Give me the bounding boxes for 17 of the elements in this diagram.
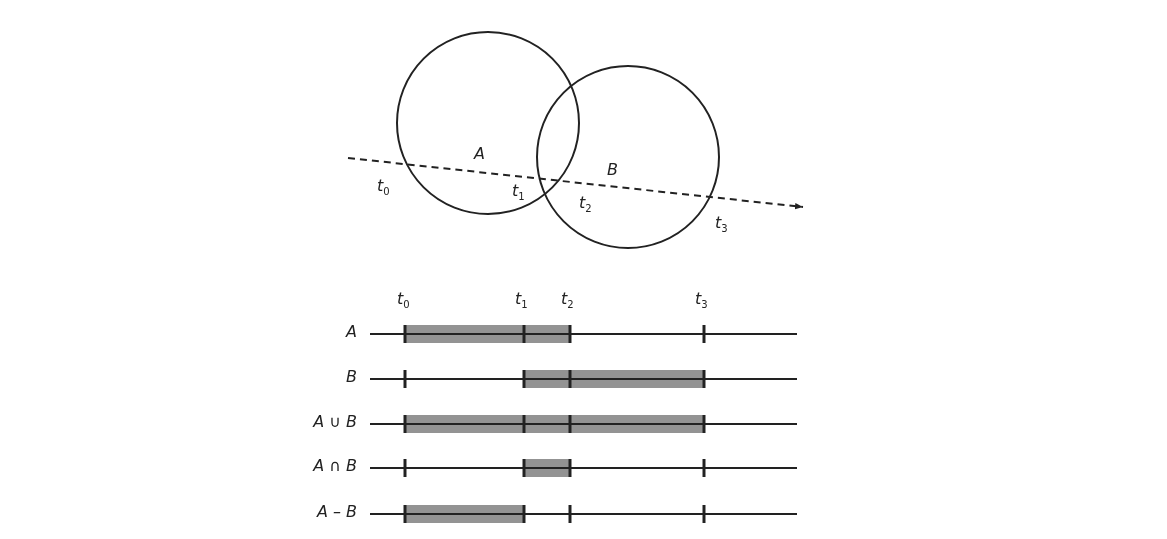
row-label: A – B [316,504,357,520]
tick-label: t$_{1}$ [515,291,528,311]
region-label: A [474,146,485,162]
intersection-label: t$_{2}$ [579,195,592,215]
intersection-label: t$_{1}$ [512,183,525,203]
circle-region [536,65,720,249]
row-label: B [346,369,357,385]
row-label: A ∪ B [313,414,357,430]
tick-label: t$_{0}$ [397,291,410,311]
tick-label: t$_{2}$ [561,291,574,311]
intersection-label: t$_{0}$ [377,178,390,198]
row-label: A [346,324,357,340]
row-label: A ∩ B [313,458,357,474]
circle-region [396,31,580,215]
intersection-label: t$_{3}$ [715,215,728,235]
region-label: B [607,162,618,178]
tick-label: t$_{3}$ [695,291,708,311]
